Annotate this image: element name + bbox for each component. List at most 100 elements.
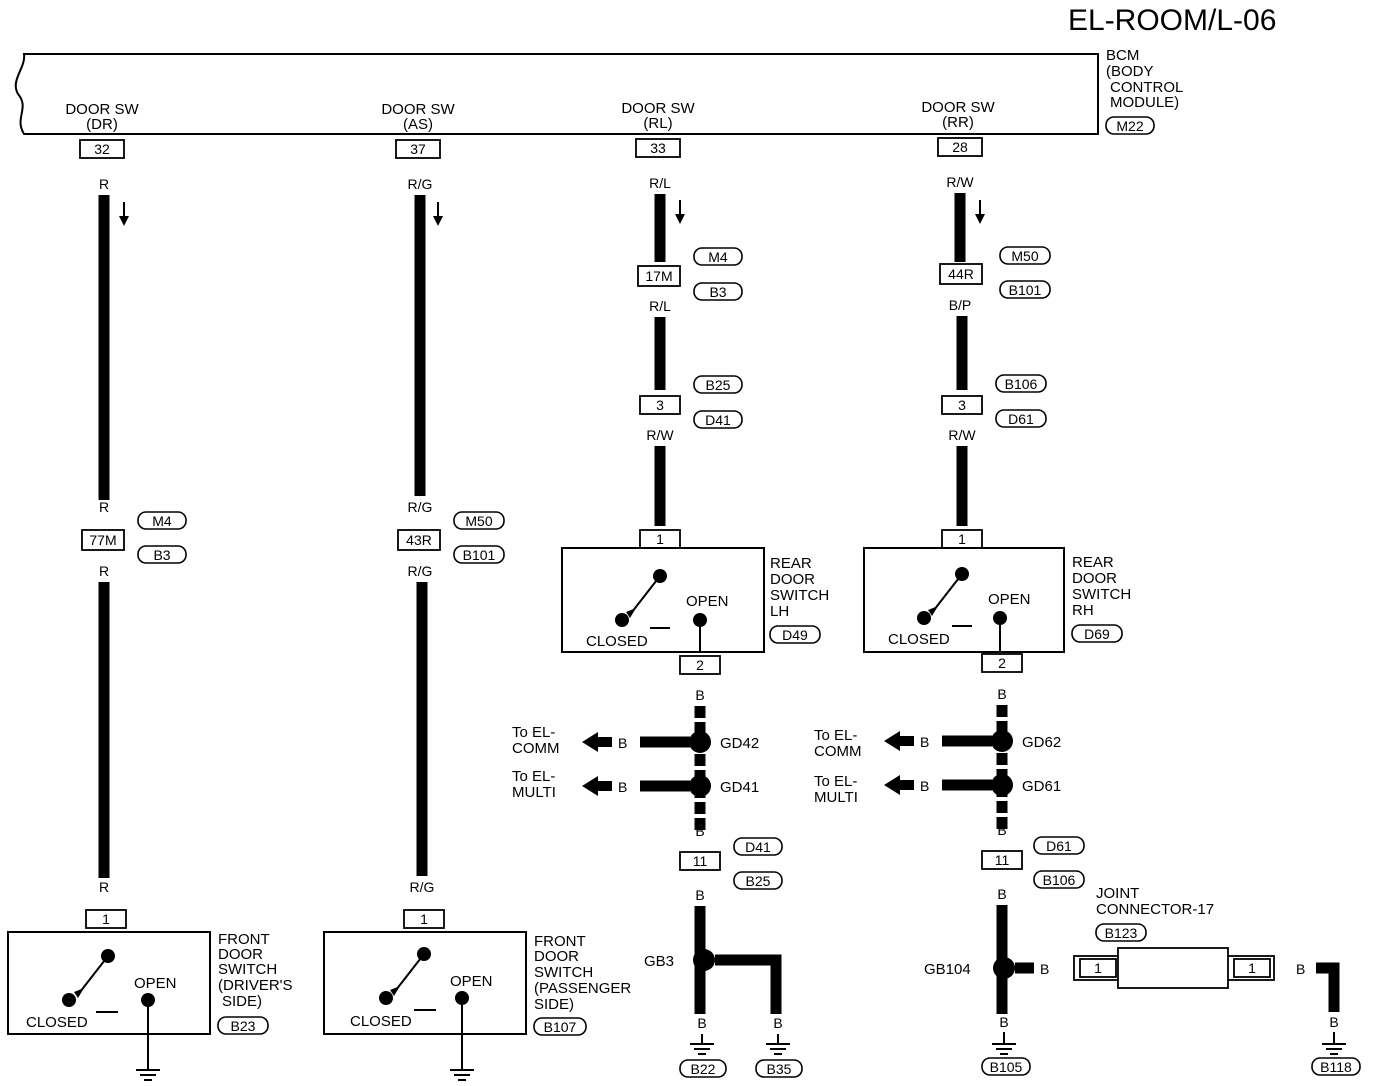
ground-icon bbox=[690, 1034, 714, 1055]
front-door-switch-dr bbox=[7, 931, 211, 1035]
svg-text:M50: M50 bbox=[1011, 248, 1038, 264]
svg-text:To EL-: To EL- bbox=[512, 768, 555, 785]
svg-text:D69: D69 bbox=[1084, 626, 1110, 642]
current-arrow-icon bbox=[975, 214, 985, 224]
ground-icon bbox=[136, 1069, 160, 1081]
svg-text:B: B bbox=[999, 1014, 1008, 1030]
bcm-pin-rr-name-2: (RR) bbox=[942, 114, 974, 131]
svg-text:B107: B107 bbox=[544, 1019, 577, 1035]
svg-text:SIDE): SIDE) bbox=[222, 993, 262, 1010]
svg-text:D41: D41 bbox=[705, 412, 731, 428]
svg-text:B25: B25 bbox=[746, 873, 771, 889]
svg-text:REAR: REAR bbox=[770, 555, 812, 572]
svg-text:FRONT: FRONT bbox=[534, 933, 586, 950]
bcm-label-2: (BODY bbox=[1106, 63, 1154, 80]
svg-text:M22: M22 bbox=[1116, 118, 1143, 134]
svg-text:GD62: GD62 bbox=[1022, 734, 1061, 751]
svg-text:To EL-: To EL- bbox=[814, 773, 857, 790]
svg-text:JOINT: JOINT bbox=[1096, 885, 1139, 902]
svg-text:11: 11 bbox=[995, 852, 1010, 868]
arrow-left-icon bbox=[582, 732, 598, 752]
svg-text:COMM: COMM bbox=[814, 743, 862, 760]
svg-text:B22: B22 bbox=[691, 1061, 716, 1077]
svg-text:B: B bbox=[920, 734, 929, 750]
svg-text:1: 1 bbox=[420, 911, 428, 927]
bcm-pin-32: 32 bbox=[79, 139, 125, 159]
wire-color-label: R bbox=[99, 176, 109, 192]
svg-text:To EL-: To EL- bbox=[512, 724, 555, 741]
svg-text:R/W: R/W bbox=[646, 427, 674, 443]
svg-text:1: 1 bbox=[656, 531, 664, 547]
svg-text:GD42: GD42 bbox=[720, 735, 759, 752]
bcm-pin-as-name-2: (AS) bbox=[403, 116, 433, 133]
svg-text:1: 1 bbox=[102, 911, 110, 927]
svg-text:OPEN: OPEN bbox=[450, 973, 493, 990]
svg-text:SWITCH: SWITCH bbox=[770, 587, 829, 604]
bcm-label-3: CONTROL bbox=[1110, 79, 1183, 96]
svg-text:B3: B3 bbox=[709, 284, 726, 300]
svg-text:44R: 44R bbox=[948, 266, 974, 282]
svg-text:1: 1 bbox=[958, 531, 966, 547]
arrow-left-icon bbox=[884, 775, 900, 795]
svg-text:B23: B23 bbox=[231, 1018, 256, 1034]
svg-text:1: 1 bbox=[1248, 960, 1256, 976]
svg-text:FRONT: FRONT bbox=[218, 931, 270, 948]
svg-text:33: 33 bbox=[650, 140, 666, 156]
svg-text:77M: 77M bbox=[89, 532, 116, 548]
svg-text:B: B bbox=[1296, 961, 1305, 977]
svg-text:R/W: R/W bbox=[948, 427, 976, 443]
svg-text:B: B bbox=[695, 823, 704, 839]
bcm-pin-rr-name-1: DOOR SW bbox=[921, 99, 995, 116]
svg-text:GD61: GD61 bbox=[1022, 778, 1061, 795]
current-arrow-icon bbox=[119, 216, 129, 226]
svg-text:B106: B106 bbox=[1005, 376, 1038, 392]
bcm-pin-rl-name-1: DOOR SW bbox=[621, 100, 695, 117]
bcm-pin-rl-name-2: (RL) bbox=[643, 115, 672, 132]
svg-text:B: B bbox=[695, 887, 704, 903]
svg-text:D61: D61 bbox=[1008, 411, 1034, 427]
svg-text:B: B bbox=[695, 687, 704, 703]
svg-text:B: B bbox=[997, 686, 1006, 702]
current-arrow-icon bbox=[675, 214, 685, 224]
svg-text:OPEN: OPEN bbox=[988, 591, 1031, 608]
svg-text:11: 11 bbox=[693, 853, 708, 869]
svg-text:(PASSENGER: (PASSENGER bbox=[534, 980, 631, 997]
svg-text:B105: B105 bbox=[990, 1059, 1023, 1075]
svg-text:(DRIVER'S: (DRIVER'S bbox=[218, 977, 293, 994]
ground-icon bbox=[766, 1034, 790, 1055]
svg-text:LH: LH bbox=[770, 603, 789, 620]
svg-text:SWITCH: SWITCH bbox=[1072, 586, 1131, 603]
svg-text:SWITCH: SWITCH bbox=[218, 961, 277, 978]
circuit-rr: R/W 44R M50 B101 B/P 3 B106 D61 R/W 1 OP… bbox=[814, 174, 1361, 1076]
rear-door-switch-rh bbox=[863, 547, 1065, 653]
switch-pin: 1 bbox=[403, 909, 445, 929]
svg-text:R/L: R/L bbox=[649, 298, 671, 314]
bcm-connector-id: M22 bbox=[1105, 116, 1155, 135]
svg-text:B: B bbox=[920, 778, 929, 794]
svg-text:GB3: GB3 bbox=[644, 953, 674, 970]
svg-text:SWITCH: SWITCH bbox=[534, 964, 593, 981]
svg-text:D61: D61 bbox=[1046, 838, 1072, 854]
svg-text:B25: B25 bbox=[706, 377, 731, 393]
svg-text:2: 2 bbox=[696, 657, 704, 673]
connector-44r: 44R bbox=[939, 263, 983, 285]
bcm-module: BCM (BODY CONTROL MODULE) M22 DOOR SW (D… bbox=[14, 47, 1183, 135]
svg-text:CLOSED: CLOSED bbox=[350, 1013, 412, 1030]
svg-text:DOOR: DOOR bbox=[534, 948, 579, 965]
svg-text:To EL-: To EL- bbox=[814, 727, 857, 744]
svg-text:MULTI: MULTI bbox=[814, 789, 858, 806]
svg-text:R: R bbox=[99, 563, 109, 579]
inline-connector-77m: 77M bbox=[81, 529, 125, 551]
svg-text:R: R bbox=[99, 499, 109, 515]
svg-text:M4: M4 bbox=[708, 249, 728, 265]
diagram-title: EL-ROOM/L-06 bbox=[1068, 4, 1276, 37]
circuit-as: R/G R/G 43R M50 B101 R/G R/G 1 OPEN CLOS… bbox=[323, 176, 631, 1081]
svg-text:28: 28 bbox=[952, 139, 968, 155]
rear-door-switch-lh bbox=[561, 547, 765, 653]
bcm-pin-dr-name-1: DOOR SW bbox=[65, 101, 139, 118]
bcm-pin-37: 37 bbox=[395, 139, 441, 159]
svg-text:17M: 17M bbox=[645, 268, 672, 284]
circuit-rl: R/L 17M M4 B3 R/L 3 B25 D41 R/W 1 OPEN C… bbox=[512, 175, 829, 1078]
svg-text:D49: D49 bbox=[782, 627, 808, 643]
svg-text:COMM: COMM bbox=[512, 740, 560, 757]
